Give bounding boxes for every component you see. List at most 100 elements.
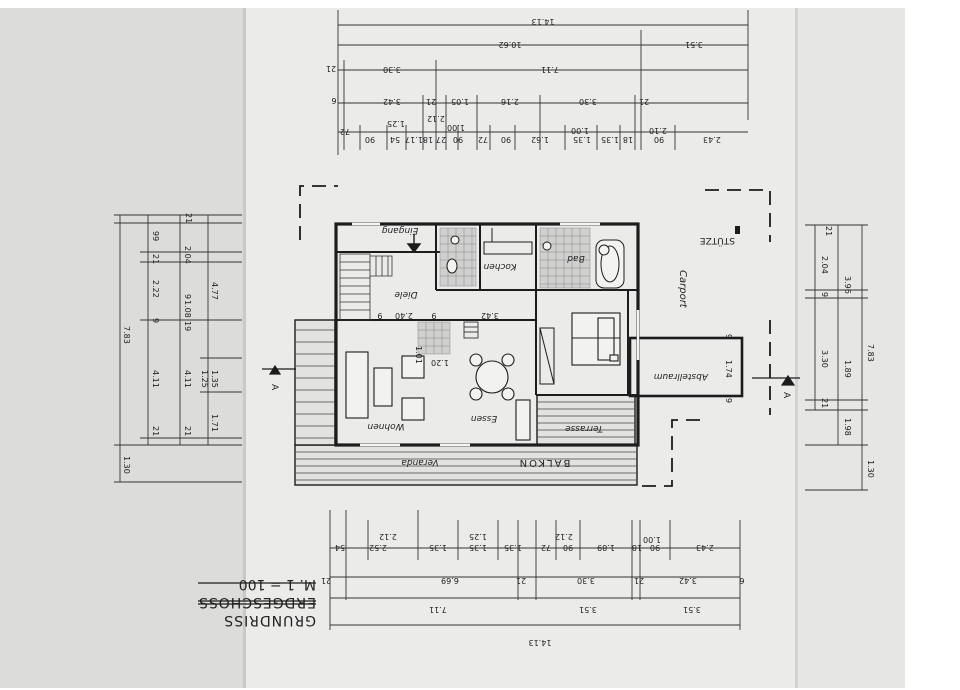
dim-left-7-83: 7.83 bbox=[122, 326, 131, 344]
dim-bot-2-52: 2.52 bbox=[369, 543, 387, 552]
room-labels: Eingang Kochen Bad Diele Wohnen Essen Ve… bbox=[367, 225, 603, 468]
abstellraum-walls bbox=[628, 336, 744, 398]
dim-top-18-a: 18 bbox=[423, 135, 433, 144]
dim-right-3-96: 3.96 bbox=[843, 276, 852, 294]
right-dimension-chains bbox=[805, 224, 868, 491]
dim-top-21-b: 21 bbox=[426, 97, 436, 106]
dim-top-21-a: 21 bbox=[326, 64, 336, 73]
dim-left-99: 99 bbox=[151, 231, 160, 241]
hall-tiles bbox=[417, 321, 451, 355]
room-kochen: Kochen bbox=[483, 261, 516, 271]
dim-left-1-71: 1.71 bbox=[210, 414, 219, 432]
paper-fold-right bbox=[795, 8, 798, 688]
dim-bot-2-12-a: 2.12 bbox=[379, 532, 397, 541]
dim-right-1-89: 1.89 bbox=[843, 360, 852, 378]
dim-top-1-00-a: 1.00 bbox=[447, 123, 465, 132]
dim-inner-1-74: 1.74 bbox=[724, 360, 733, 378]
dim-left-4-11-b: 4.11 bbox=[183, 370, 192, 388]
section-label-a-left: A bbox=[269, 384, 279, 391]
dim-top-6: 6 bbox=[331, 96, 336, 105]
title-block: M. 1 = 100 ERDGESCHOSS GRUNDRISS bbox=[198, 576, 316, 628]
dim-bot-3-42: 3.42 bbox=[679, 576, 697, 585]
dim-left-2-22: 2.22 bbox=[151, 280, 160, 298]
dim-bot-72: 72 bbox=[541, 543, 551, 552]
dim-top-3-30-b: 3.30 bbox=[579, 97, 597, 106]
dim-top-1-62: 1.62 bbox=[531, 135, 549, 144]
dim-inner-9-a: 9 bbox=[431, 311, 436, 320]
kitchen-counter bbox=[483, 228, 533, 255]
dim-top-72-b: 72 bbox=[478, 135, 488, 144]
dim-bot-18: 18 bbox=[632, 543, 642, 552]
dim-bot-54: 54 bbox=[335, 543, 345, 552]
dim-bot-1-35-b: 1.35 bbox=[469, 543, 487, 552]
dim-right-2-04: 2.04 bbox=[820, 256, 829, 274]
dim-top-90-b: 90 bbox=[453, 135, 463, 144]
interior-walls bbox=[336, 224, 638, 396]
dim-left-19: 19 bbox=[183, 321, 192, 331]
label-stutze: STÜTZE bbox=[700, 235, 735, 246]
dim-top-2-43: 2.43 bbox=[703, 135, 721, 144]
dining-table bbox=[469, 353, 515, 401]
title-grundriss: GRUNDRISS bbox=[223, 612, 316, 628]
room-abstellraum: Abstellraum bbox=[653, 371, 709, 381]
section-label-a-right: A bbox=[781, 392, 791, 399]
dim-left-2-04: 2.04 bbox=[183, 246, 192, 264]
paper-fold-left bbox=[243, 8, 246, 688]
windows bbox=[352, 222, 640, 447]
paper-right-strip bbox=[798, 8, 905, 688]
bottom-dimension-labels: 14.13 7.11 3.51 3.51 21 6.69 21 3.30 21 … bbox=[321, 532, 745, 647]
dim-left-1-25: 1.25 bbox=[200, 370, 209, 388]
dim-bot-6: 6 bbox=[739, 576, 744, 585]
dim-inner-2-40: 2.40 bbox=[395, 311, 413, 320]
dim-bot-2-12-b: 2.12 bbox=[555, 532, 573, 541]
dim-bot-1-35-a: 1.35 bbox=[429, 543, 447, 552]
room-bad: Bad bbox=[567, 253, 585, 263]
title-scale: M. 1 = 100 bbox=[239, 576, 316, 592]
section-marker-left bbox=[262, 364, 296, 375]
dim-top-21-c: 21 bbox=[639, 97, 649, 106]
living-furniture bbox=[345, 351, 531, 441]
dim-top-1-35-a: 1.35 bbox=[573, 135, 591, 144]
dim-top-54: 54 bbox=[390, 135, 400, 144]
dim-bot-3-51-a: 3.51 bbox=[579, 605, 597, 614]
dim-top-2-16: 2.16 bbox=[501, 97, 519, 106]
dim-left-1-35: 1.35 bbox=[210, 370, 219, 388]
dim-bot-7-11: 7.11 bbox=[429, 605, 447, 614]
dim-bot-21-b: 21 bbox=[516, 576, 526, 585]
dim-top-1-05: 1.05 bbox=[451, 97, 469, 106]
dim-bot-total: 14.13 bbox=[529, 638, 552, 647]
room-balkon: BALKON bbox=[518, 457, 571, 468]
dim-left-4-77: 4.77 bbox=[210, 282, 219, 300]
dim-left-21-c: 21 bbox=[151, 426, 160, 436]
inner-dimension-labels: 9 2.40 9 3.42 1.01 1.20 1.74 9 9 bbox=[377, 311, 733, 403]
dim-bot-90-a: 90 bbox=[563, 543, 573, 552]
dim-top-2-12: 2.12 bbox=[427, 114, 445, 123]
dim-bot-90-b: 90 bbox=[650, 543, 660, 552]
dim-right-1-30: 1.30 bbox=[866, 460, 875, 478]
dim-left-1-30: 1.30 bbox=[122, 456, 131, 474]
dim-top-3-42: 3.42 bbox=[383, 97, 401, 106]
dim-top-90-c: 90 bbox=[501, 135, 511, 144]
dim-top-7-11: 7.11 bbox=[541, 65, 559, 74]
dim-bot-6-69: 6.69 bbox=[441, 576, 459, 585]
dim-bot-21-a: 21 bbox=[321, 576, 331, 585]
bath-tiles bbox=[539, 227, 591, 289]
dim-inner-9-c: 9 bbox=[724, 334, 733, 339]
section-marker-right bbox=[752, 374, 800, 386]
dim-top-total: 14.13 bbox=[532, 17, 555, 26]
entrance-arrow bbox=[406, 234, 422, 254]
dim-top-2-10: 2.10 bbox=[649, 126, 667, 135]
dim-bot-2-43: 2.43 bbox=[696, 543, 714, 552]
top-dimension-chains bbox=[337, 10, 749, 155]
dim-top-1-35-b: 1.35 bbox=[601, 135, 619, 144]
dim-right-21-b: 21 bbox=[820, 398, 829, 408]
dim-top-10-62: 10.62 bbox=[499, 40, 522, 49]
dim-inner-1-01: 1.01 bbox=[414, 346, 423, 364]
dim-bot-1-25: 1.25 bbox=[469, 532, 487, 541]
room-eingang: Eingang bbox=[381, 225, 418, 235]
dim-top-1-17: 1.17 bbox=[405, 135, 423, 144]
dim-right-1-98: 1.98 bbox=[843, 418, 852, 436]
bed bbox=[571, 312, 621, 366]
wardrobe bbox=[539, 327, 555, 385]
veranda-deck bbox=[294, 444, 638, 486]
